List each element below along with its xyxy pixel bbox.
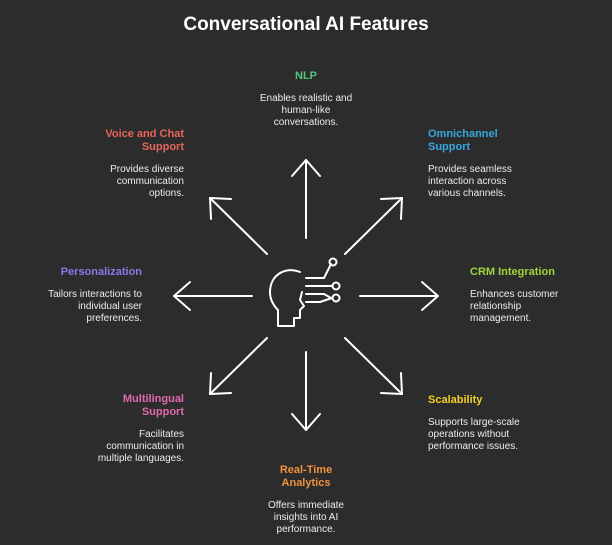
diagram-title: Conversational AI Features (183, 14, 429, 35)
feature-title: NLP (295, 70, 317, 82)
arrow-right (359, 281, 439, 311)
arrow-up (291, 159, 321, 239)
arrow-up-left (209, 197, 268, 255)
arrow-down-left (209, 337, 268, 395)
feature-description: Provides diverse communication options. (110, 164, 184, 199)
feature-scalability: Scalability Supports large-scale operati… (428, 394, 568, 453)
arrow-down (291, 351, 321, 431)
feature-omnichannel-support: Omnichannel Support Provides seamless in… (428, 128, 568, 200)
feature-title: Omnichannel Support (428, 128, 498, 153)
feature-description: Provides seamless interaction across var… (428, 164, 512, 199)
feature-title: CRM Integration (470, 266, 555, 278)
feature-description: Tailors interactions to individual user … (48, 289, 142, 324)
feature-multilingual-support: Multilingual Support Facilitates communi… (44, 393, 184, 465)
feature-description: Supports large-scale operations without … (428, 417, 520, 452)
feature-title: Voice and Chat Support (105, 128, 184, 153)
ai-head-network-icon (269, 257, 341, 327)
feature-voice-and-chat-support: Voice and Chat Support Provides diverse … (44, 128, 184, 200)
feature-crm-integration: CRM Integration Enhances customer relati… (470, 266, 610, 325)
feature-description: Facilitates communication in multiple la… (97, 429, 184, 464)
feature-title: Scalability (428, 394, 483, 406)
feature-real-time-analytics: Real-Time Analytics Offers immediate ins… (236, 464, 376, 536)
feature-personalization: Personalization Tailors interactions to … (2, 266, 142, 325)
feature-title: Real-Time Analytics (279, 464, 333, 489)
feature-title: Multilingual Support (122, 393, 184, 418)
arrow-up-right (344, 197, 403, 255)
feature-description: Offers immediate insights into AI perfor… (268, 500, 344, 535)
feature-description: Enables realistic and human-like convers… (259, 93, 353, 128)
feature-title: Personalization (60, 266, 142, 278)
arrow-down-right (344, 337, 403, 395)
feature-description: Enhances customer relationship managemen… (470, 289, 559, 324)
feature-nlp: NLP Enables realistic and human-like con… (236, 70, 376, 129)
arrow-left (173, 281, 253, 311)
